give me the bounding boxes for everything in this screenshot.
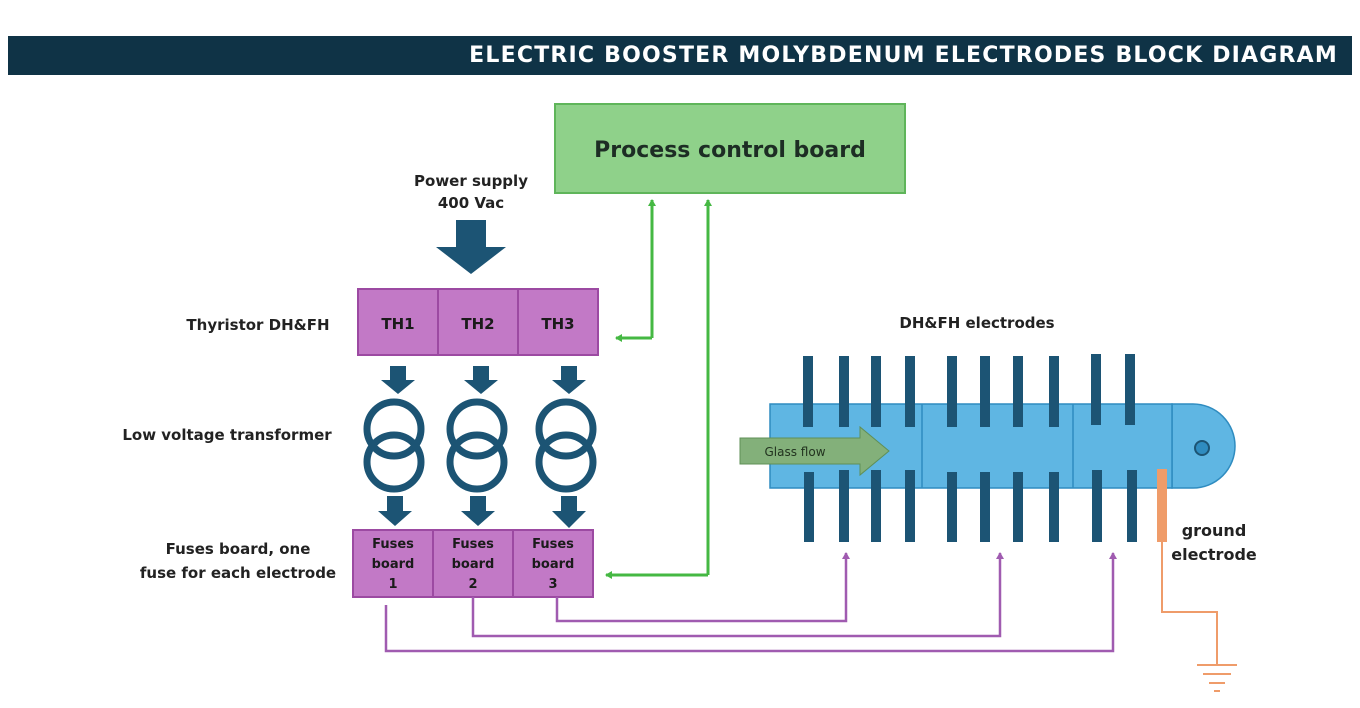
transformer-label: Low voltage transformer — [122, 426, 332, 444]
control-signal-lines — [605, 199, 712, 579]
electrode — [1125, 354, 1135, 425]
electrodes-label: DH&FH electrodes — [899, 314, 1054, 332]
transformer-3-icon — [535, 398, 597, 493]
thyristor-label: Thyristor DH&FH — [186, 316, 329, 334]
electrode — [804, 472, 814, 542]
transformers — [363, 398, 597, 493]
electrode — [839, 356, 849, 427]
glass-flow-arrow: Glass flow — [739, 425, 890, 477]
down-arrow-4 — [378, 496, 412, 526]
thyristor-th1: TH1 — [381, 315, 414, 333]
down-arrow-1 — [381, 366, 415, 394]
fuses-board-3-line2: board — [532, 557, 575, 572]
fuses-board-2-line1: Fuses — [452, 537, 494, 552]
electrode — [1091, 354, 1101, 425]
fuses-label-line1: Fuses board, one — [166, 540, 311, 558]
outlet-hole-icon — [1194, 440, 1210, 456]
ground-electrode-label-line2: electrode — [1171, 545, 1257, 564]
fuses-label-line2: fuse for each electrode — [140, 564, 336, 582]
electrode — [1127, 470, 1137, 542]
wire-fuse3-to-electrode-group1 — [555, 552, 850, 623]
power-supply-arrow — [436, 220, 506, 274]
electrode — [1049, 356, 1059, 427]
power-supply-voltage: 400 Vac — [438, 194, 504, 212]
power-supply: Power supply 400 Vac — [414, 172, 528, 274]
electrodes-bottom-row — [804, 470, 1137, 542]
electrode — [947, 356, 957, 427]
power-supply-label: Power supply — [414, 172, 528, 190]
ground-electrode-label-line1: ground — [1182, 521, 1247, 540]
electrode — [980, 356, 990, 427]
wire-fuse1-to-electrode-group3 — [384, 552, 1117, 653]
electrode — [1092, 470, 1102, 542]
electrode — [905, 356, 915, 427]
transformer-2-icon — [446, 398, 508, 493]
fuses-board-2-line2: board — [452, 557, 495, 572]
fuses-board-1-line2: board — [372, 557, 415, 572]
electrode — [1049, 472, 1059, 542]
electrode — [803, 356, 813, 427]
electrodes-top-row — [803, 354, 1135, 427]
transformer-1-icon — [363, 398, 425, 493]
down-arrow-2 — [464, 366, 498, 394]
thyristor-th3: TH3 — [541, 315, 574, 333]
electrode — [1013, 472, 1023, 542]
thyristor-th2: TH2 — [461, 315, 494, 333]
down-arrow-6 — [552, 496, 586, 528]
electrode — [980, 472, 990, 542]
ground-electrode-bar — [1157, 469, 1167, 542]
fuses-board-3-number: 3 — [548, 577, 557, 592]
ground-symbol-icon — [1197, 664, 1237, 692]
down-arrow-5 — [461, 496, 495, 526]
transformer-to-fuses-arrows — [378, 496, 586, 528]
fuses-board-1-line1: Fuses — [372, 537, 414, 552]
process-control-board: Process control board — [554, 103, 906, 194]
fuses-board-3-line1: Fuses — [532, 537, 574, 552]
electrode — [871, 356, 881, 427]
title-bar: ELECTRIC BOOSTER MOLYBDENUM ELECTRODES B… — [8, 36, 1352, 75]
electrode — [905, 470, 915, 542]
ground-electrode: ground electrode — [1157, 469, 1257, 692]
thyristor-to-transformer-arrows — [381, 366, 586, 394]
wire-fuse2-to-electrode-group2 — [471, 552, 1004, 638]
fuses-board-1-number: 1 — [388, 577, 397, 592]
electrode — [947, 472, 957, 542]
ground-wire — [1161, 542, 1218, 664]
thyristor-block: TH1 TH2 TH3 — [357, 288, 599, 356]
fuse-wires — [384, 552, 1117, 653]
electrode — [1013, 356, 1023, 427]
fuses-board-2-number: 2 — [468, 577, 477, 592]
down-arrow-3 — [552, 366, 586, 394]
electrode — [871, 470, 881, 542]
process-control-label: Process control board — [594, 138, 866, 163]
diagram-title: ELECTRIC BOOSTER MOLYBDENUM ELECTRODES B… — [469, 43, 1338, 68]
glass-flow-label: Glass flow — [764, 445, 825, 459]
electrode — [839, 470, 849, 542]
fuses-block: Fuses board 1 Fuses board 2 Fuses board … — [352, 529, 594, 598]
